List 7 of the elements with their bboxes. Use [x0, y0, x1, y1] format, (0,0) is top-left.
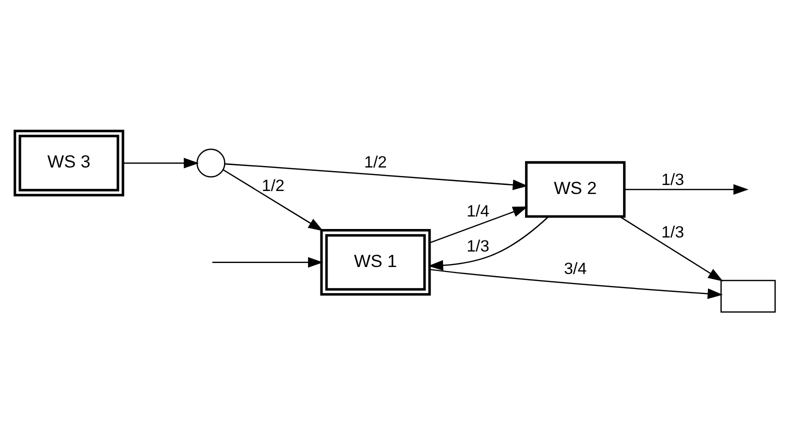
edge-label: 1/3 [661, 170, 684, 188]
edge-label: 3/4 [564, 260, 587, 278]
edge-label: 1/3 [661, 223, 684, 242]
edge-label: 1/4 [466, 202, 490, 220]
edge-label: 1/2 [364, 152, 387, 171]
edge-label: 1/3 [466, 237, 490, 256]
edge-label: 1/2 [262, 176, 284, 195]
